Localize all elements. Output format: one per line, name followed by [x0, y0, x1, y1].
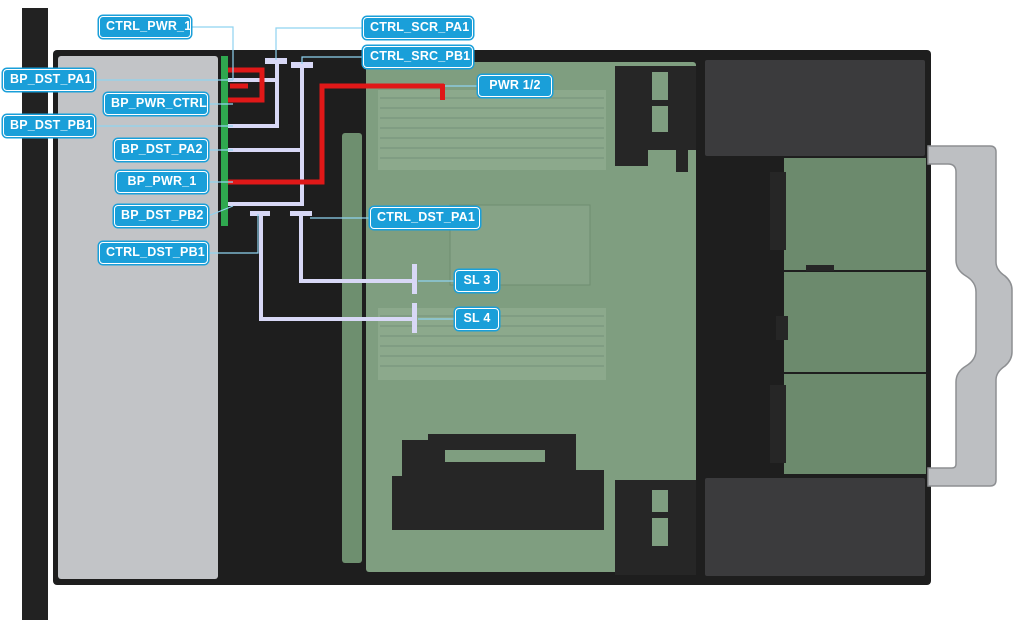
board-connector-lower-slot-b [652, 518, 668, 546]
dimm-area-top [378, 90, 606, 170]
label-ctrl-dst-pa1: CTRL_DST_PA1 [370, 207, 480, 229]
rear-drive-bay-3 [784, 374, 926, 474]
label-ctrl-scr-pa1: CTRL_SCR_PA1 [363, 17, 473, 39]
ctrl-dst-pb1-connector [250, 211, 270, 216]
pcie-riser [392, 434, 604, 530]
label-ctrl-src-pb1: CTRL_SRC_PB1 [363, 46, 473, 68]
label-bp-dst-pa2: BP_DST_PA2 [114, 139, 208, 161]
psu-top [705, 60, 925, 156]
pcie-slot [445, 450, 545, 462]
dimm-lines-top [380, 97, 604, 159]
label-ctrl-dst-pb1: CTRL_DST_PB1 [99, 242, 208, 264]
cable-bp-pwr-ctrl [228, 67, 265, 103]
label-bp-dst-pa1: BP_DST_PA1 [3, 69, 95, 91]
label-bp-pwr-1: BP_PWR_1 [116, 171, 208, 193]
ctrl-dst-pa1-connector [290, 211, 312, 216]
front-rail [22, 8, 48, 620]
riser-rail [342, 133, 362, 563]
rear-drive-bay-2 [784, 272, 926, 372]
pwr-connector [440, 84, 445, 100]
rear-connector-3 [770, 385, 786, 463]
label-bp-dst-pb2: BP_DST_PB2 [114, 205, 208, 227]
label-sl-4: SL 4 [455, 308, 499, 330]
label-sl-3: SL 3 [455, 270, 499, 292]
cable-bp-pwr-1 [228, 83, 444, 185]
cable-bp-dst-pb2 [228, 64, 304, 206]
sl3-connector [412, 264, 417, 294]
rear-drive-bay-1 [784, 158, 926, 270]
ctrl-scr-pa1-connector [265, 58, 287, 64]
label-ctrl-pwr-1: CTRL_PWR_1 [99, 16, 191, 38]
label-bp-pwr-ctrl: BP_PWR_CTRL [104, 93, 208, 115]
label-bp-dst-pb1: BP_DST_PB1 [3, 115, 95, 137]
drive-bay-latch [806, 265, 834, 271]
leader-lines [95, 26, 478, 320]
rear-connector-1 [770, 172, 786, 250]
rear-connector-2 [776, 316, 788, 340]
power-cables [228, 67, 444, 185]
psu-bottom [705, 478, 925, 576]
cable-bp-dst-pb1 [228, 64, 279, 128]
cable-to-sl4 [259, 214, 414, 321]
board-connector-upper-slot-b [652, 106, 668, 132]
backplane-connector-strip [221, 56, 228, 226]
label-pwr-1-2: PWR 1/2 [478, 75, 552, 97]
board-connector-upper-slot-a [652, 72, 668, 100]
chassis-handle [927, 145, 1013, 487]
board-connector-lower-slot-a [652, 490, 668, 512]
sl4-connector [412, 303, 417, 333]
ctrl-src-pb1-connector [291, 62, 313, 68]
cable-to-sl3 [299, 214, 414, 283]
signal-cables [228, 64, 414, 321]
